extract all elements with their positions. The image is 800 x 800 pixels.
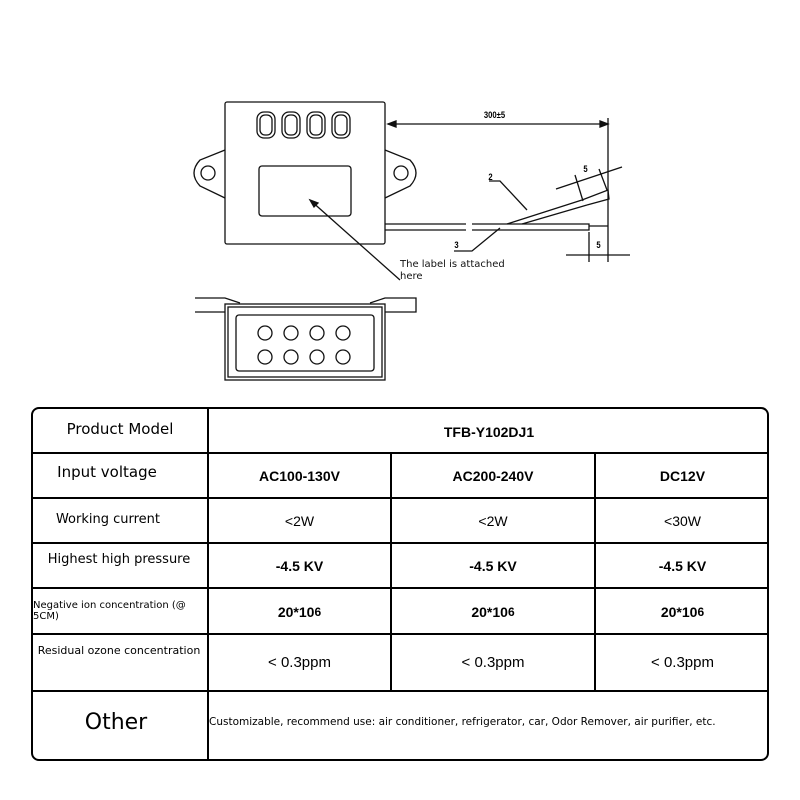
label-negative-ion: Negative ion concentration (@ 5CM) (33, 600, 186, 622)
ion-value: 20*10 (277, 604, 315, 620)
value-pressure-1: -4.5 KV (275, 557, 324, 574)
cable (385, 118, 630, 262)
ion-exponent: 6 (314, 605, 322, 619)
label-note: The label is attached here (400, 259, 505, 282)
value-other: Customizable, recommend use: air conditi… (209, 716, 716, 728)
label-other: Other (84, 709, 148, 735)
value-pressure-3: -4.5 KV (658, 557, 707, 574)
value-input-voltage-3: DC12V (659, 467, 706, 484)
label-input-voltage: Input voltage (57, 463, 157, 481)
ion-value: 20*10 (660, 604, 698, 620)
value-ozone-3: < 0.3ppm (651, 654, 714, 671)
device-bottom-view (195, 297, 417, 381)
label-working-current: Working current (55, 511, 161, 527)
technical-drawing (193, 101, 630, 381)
callout-3: 3 (454, 240, 459, 250)
ion-exponent: 6 (507, 605, 515, 619)
value-product-model: TFB-Y102DJ1 (443, 423, 535, 440)
value-input-voltage-1: AC100-130V (259, 467, 340, 484)
display-digits (256, 111, 351, 139)
ion-exponent: 6 (697, 605, 705, 619)
value-ozone-1: < 0.3ppm (268, 654, 331, 671)
device-front-view (193, 101, 417, 281)
value-pressure-2: -4.5 KV (469, 557, 517, 574)
spec-table: Product Model TFB-Y102DJ1 Input voltage … (31, 407, 769, 761)
value-working-current-2: <2W (478, 512, 508, 529)
label-highest-pressure: Highest high pressure (47, 551, 191, 567)
value-working-current-1: <2W (284, 512, 315, 529)
ion-value: 20*10 (471, 604, 508, 620)
length-dimension: 300±5 (483, 110, 506, 120)
label-product-model: Product Model (66, 420, 174, 438)
value-input-voltage-2: AC200-240V (452, 467, 534, 484)
callout-2: 2 (488, 172, 493, 182)
value-working-current-3: <30W (664, 512, 701, 529)
width-dimension-2: 5 (583, 164, 588, 174)
width-dimension-3: 5 (596, 240, 601, 250)
label-area (258, 165, 352, 217)
label-residual-ozone: Residual ozone concentration (37, 643, 201, 657)
value-ozone-2: < 0.3ppm (461, 654, 525, 671)
